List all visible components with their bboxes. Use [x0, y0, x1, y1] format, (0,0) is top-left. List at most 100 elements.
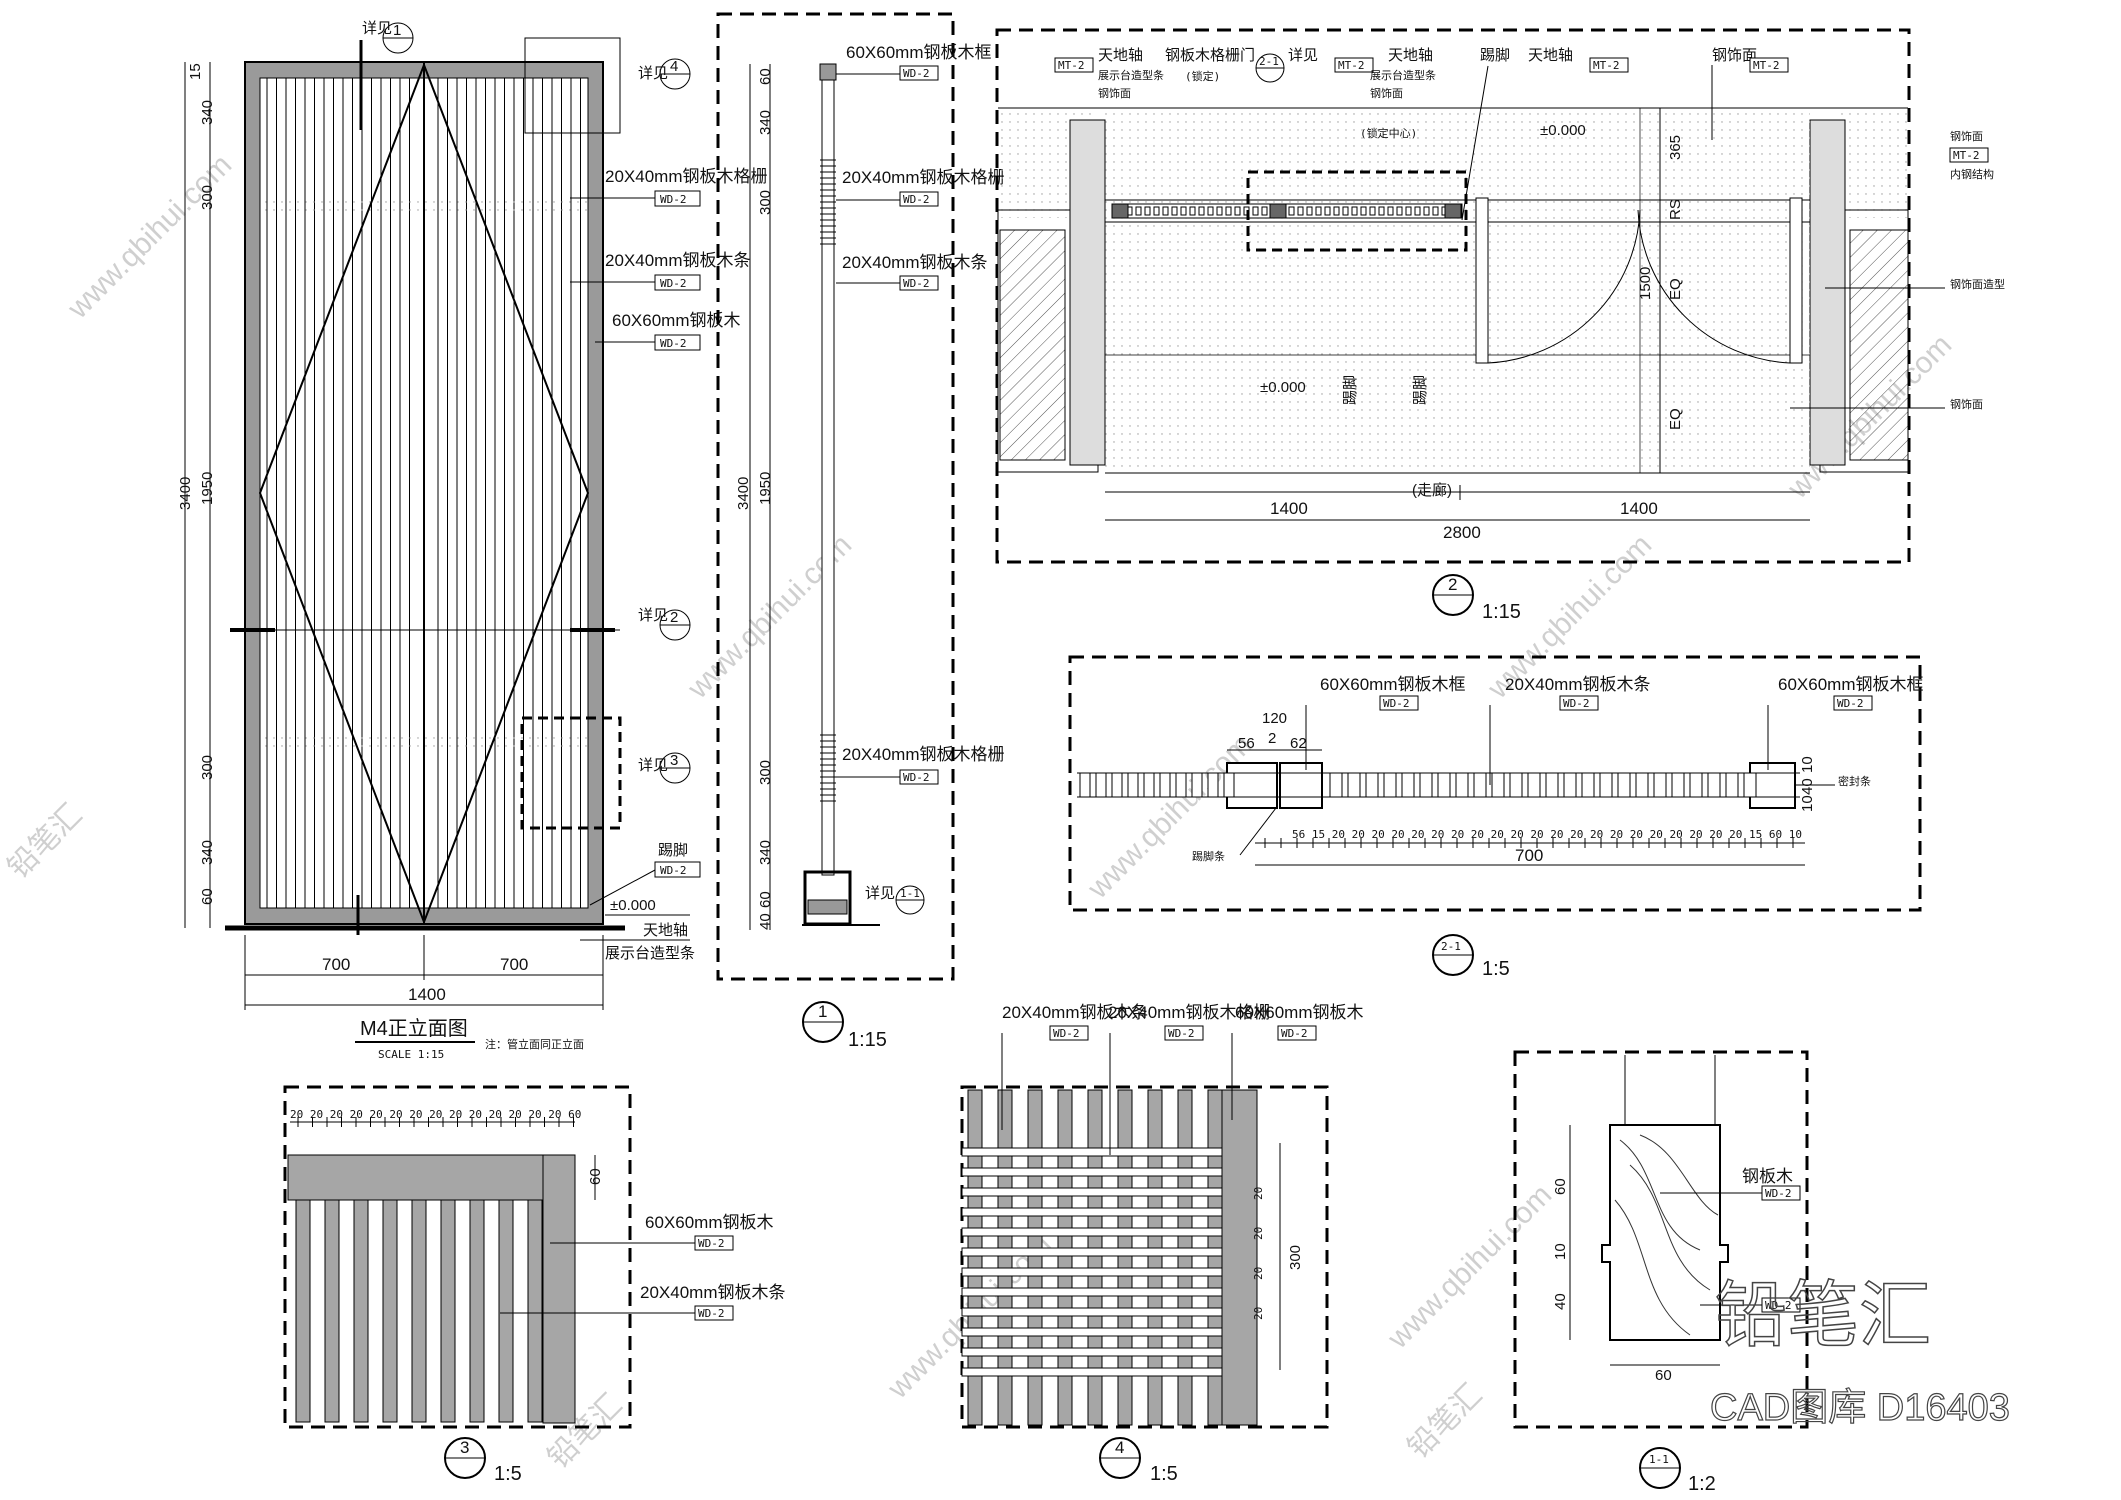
svg-text:60X60mm钢板木: 60X60mm钢板木: [1235, 1003, 1363, 1022]
detail-3-label: 3 1:5: [444, 1437, 522, 1485]
svg-text:CAD图库 D16403: CAD图库 D16403: [1710, 1387, 2010, 1429]
svg-text:(锁定): (锁定): [1185, 69, 1220, 83]
svg-text:40: 40: [757, 913, 774, 930]
svg-text:340: 340: [199, 840, 216, 865]
detail-slat: [469, 1199, 485, 1423]
svg-text:1950: 1950: [757, 472, 774, 505]
main-note: 注：管立面同正立面: [485, 1037, 584, 1051]
watermark-cn: 铅笔汇: [1402, 1378, 1489, 1465]
detail-slat: [1689, 772, 1703, 798]
strip-slat: [1324, 206, 1331, 216]
svg-text:RS: RS: [1667, 199, 1684, 220]
svg-text:4: 4: [1115, 1438, 1124, 1457]
svg-text:365: 365: [1667, 135, 1684, 160]
detail-1-1-panel: [1513, 1050, 1809, 1429]
strip-slat: [1180, 206, 1187, 216]
strip-slat: [1378, 206, 1385, 216]
svg-text:MT-2: MT-2: [1953, 149, 1980, 162]
strip-slat: [1423, 206, 1430, 216]
svg-text:10: 10: [1799, 795, 1816, 812]
svg-text:天地轴: 天地轴: [1528, 47, 1573, 64]
detail-slat: [1111, 772, 1123, 798]
detail-slat: [1223, 772, 1235, 798]
svg-text:WD-2: WD-2: [903, 277, 930, 290]
detail-slat: [1707, 772, 1721, 798]
svg-text:20 20 20 20 20 20 20 20 20 20: 20 20 20 20 20 20 20 20 20 20 20 20 20 2…: [290, 1108, 581, 1121]
svg-text:详见: 详见: [1288, 47, 1318, 64]
svg-text:60X60mm钢板木框: 60X60mm钢板木框: [1320, 675, 1465, 694]
strip-slat: [1252, 206, 1259, 216]
main-scale: SCALE 1:15: [378, 1048, 444, 1061]
section-1-dims: 60 340 300 3400 1950 300 340 60 40: [735, 68, 774, 930]
detail-2-1-texts: 60X60mm钢板木框 WD-2 20X40mm钢板木条 WD-2 60X60m…: [1192, 675, 1923, 865]
svg-text:60: 60: [199, 888, 216, 905]
svg-text:20X40mm钢板木条: 20X40mm钢板木条: [605, 251, 750, 270]
strip-slat: [1315, 206, 1322, 216]
svg-text:EQ: EQ: [1667, 408, 1684, 430]
svg-text:60: 60: [757, 68, 774, 85]
section-1-panel: [716, 12, 955, 981]
svg-text:WD-2: WD-2: [660, 337, 687, 350]
svg-text:20X40mm钢板木格栅: 20X40mm钢板木格栅: [842, 745, 1004, 764]
svg-text:WD-2: WD-2: [1837, 697, 1864, 710]
svg-text:±0.000: ±0.000: [610, 897, 656, 914]
detail-slat: [1365, 772, 1379, 798]
svg-text:钢饰面: 钢饰面: [1370, 86, 1403, 100]
watermark-text: www.qbihui.com: [1381, 1178, 1558, 1355]
strip-slat: [1342, 206, 1349, 216]
strip-frame: [1111, 203, 1129, 219]
detail-4-label: 4 1:5: [1099, 1437, 1178, 1485]
detail-slat: [411, 1199, 427, 1423]
grid-rail: [961, 1367, 1223, 1377]
svg-text:MT-2: MT-2: [1753, 59, 1780, 72]
svg-text:钢板木: 钢板木: [1742, 1167, 1793, 1186]
svg-text:WD-2: WD-2: [660, 277, 687, 290]
svg-text:踢脚: 踢脚: [1342, 375, 1359, 405]
svg-text:2800: 2800: [1443, 523, 1481, 542]
svg-text:EQ: EQ: [1667, 278, 1684, 300]
detail-slat: [1455, 772, 1469, 798]
svg-text:钢饰面造型: 钢饰面造型: [1950, 277, 2005, 291]
svg-text:40: 40: [1799, 778, 1816, 795]
svg-text:详见: 详见: [638, 65, 668, 82]
svg-text:展示台造型条: 展示台造型条: [1098, 68, 1164, 82]
svg-text:20: 20: [1252, 1227, 1265, 1240]
main-dim-labels: 15 340 300 1950 300 340 60 3400: [177, 63, 216, 905]
watermark-text: www.qbihui.com: [1081, 728, 1258, 905]
svg-text:2: 2: [1268, 730, 1276, 747]
svg-text:2: 2: [1448, 575, 1457, 594]
svg-text:3400: 3400: [735, 477, 752, 510]
svg-text:1:5: 1:5: [494, 1463, 522, 1485]
main-title: M4正立面图: [360, 1017, 468, 1040]
svg-text:56 15 20 20 20 20 20 20 20 20: 56 15 20 20 20 20 20 20 20 20 20 20 20 2…: [1292, 828, 1802, 841]
detail-4-panel: [960, 1085, 1329, 1429]
svg-text:20X40mm钢板木条: 20X40mm钢板木条: [640, 1283, 785, 1302]
detail-slat: [1653, 772, 1667, 798]
dim-700-right: 700: [500, 955, 528, 974]
svg-text:详见: 详见: [638, 607, 668, 624]
grid-rail: [961, 1327, 1223, 1337]
svg-text:(锁定中心): (锁定中心): [1360, 126, 1417, 140]
detail-slat: [1437, 772, 1451, 798]
svg-text:天地轴: 天地轴: [643, 922, 688, 939]
svg-text:详见: 详见: [865, 885, 895, 902]
strip-slat: [1153, 206, 1160, 216]
detail-slat: [1419, 772, 1433, 798]
detail-1-1-label: 1-1 1:2: [1639, 1447, 1716, 1495]
detail-slat: [1509, 772, 1523, 798]
strip-slat: [1414, 206, 1421, 216]
detail-slat: [1725, 772, 1739, 798]
svg-text:60X60mm钢板木框: 60X60mm钢板木框: [846, 43, 991, 62]
svg-text:1:5: 1:5: [1150, 1463, 1178, 1485]
strip-slat: [1144, 206, 1151, 216]
svg-text:1:5: 1:5: [1482, 958, 1510, 980]
svg-text:WD-2: WD-2: [698, 1307, 725, 1320]
ref-bubble: 3 详见: [638, 752, 691, 784]
ref-bubble: 1 详见: [362, 20, 414, 54]
grid-rail: [961, 1207, 1223, 1217]
svg-text:踢脚: 踢脚: [1480, 47, 1510, 64]
svg-text:3: 3: [670, 752, 678, 769]
detail-slat: [1079, 772, 1091, 798]
svg-text:MT-2: MT-2: [1058, 59, 1085, 72]
